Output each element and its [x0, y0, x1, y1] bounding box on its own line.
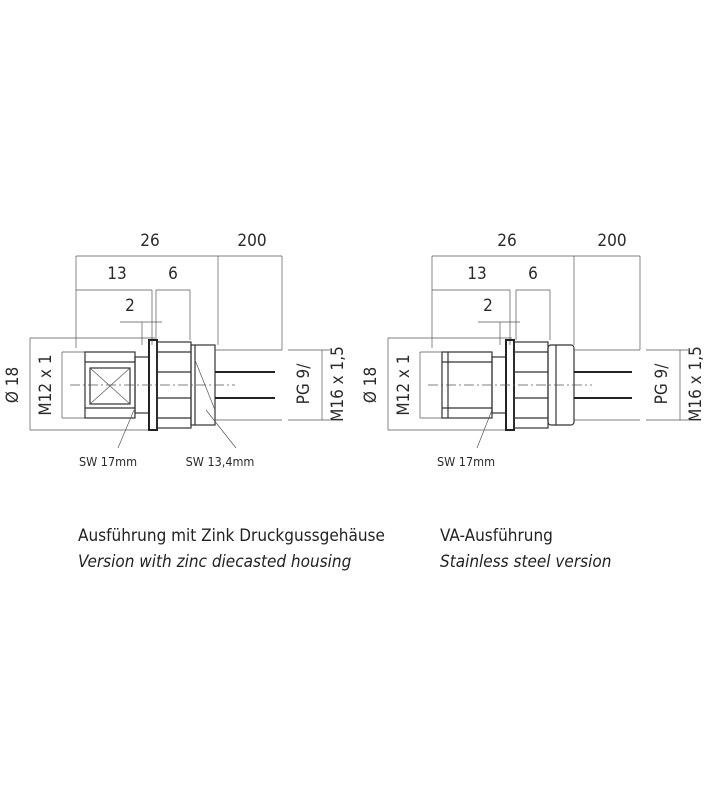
right-dim-26: 26	[497, 231, 516, 251]
right-dim-2: 2	[483, 296, 493, 316]
right-sw-a-label: SW 17mm	[437, 454, 495, 469]
left-dim-200: 200	[237, 231, 266, 251]
left-caption-en: Version with zinc diecasted housing	[78, 552, 352, 572]
left-diameter-label: Ø 18	[3, 367, 23, 403]
left-connector-drawing: 26 200 13 6 2	[29, 231, 330, 449]
right-m16-label: M16 x 1,5	[686, 346, 706, 422]
right-caption: VA-Ausführung Stainless steel version	[440, 523, 611, 575]
left-caption-de: Ausführung mit Zink Druckgussgehäuse	[78, 526, 385, 546]
right-dim-13: 13	[467, 264, 486, 284]
left-dim-6: 6	[168, 264, 178, 284]
left-m16-label: M16 x 1,5	[328, 346, 348, 422]
right-dim-6: 6	[528, 264, 538, 284]
right-caption-en: Stainless steel version	[440, 552, 612, 572]
left-sw-a-label: SW 17mm	[79, 454, 137, 469]
left-pg-label: PG 9/	[294, 363, 314, 405]
right-dim-200: 200	[597, 231, 626, 251]
left-thread-label: M12 x 1	[36, 354, 56, 415]
left-sw-b-label: SW 13,4mm	[186, 454, 255, 469]
right-pg-label: PG 9/	[652, 363, 672, 405]
left-dim-13: 13	[107, 264, 126, 284]
left-dim-26: 26	[140, 231, 159, 251]
left-dim-2: 2	[125, 296, 135, 316]
left-caption: Ausführung mit Zink Druckgussgehäuse Ver…	[78, 523, 385, 575]
right-thread-label: M12 x 1	[394, 354, 414, 415]
right-caption-de: VA-Ausführung	[440, 526, 553, 546]
right-connector-drawing: 26 200 13 6 2	[387, 231, 688, 449]
right-diameter-label: Ø 18	[361, 367, 381, 403]
